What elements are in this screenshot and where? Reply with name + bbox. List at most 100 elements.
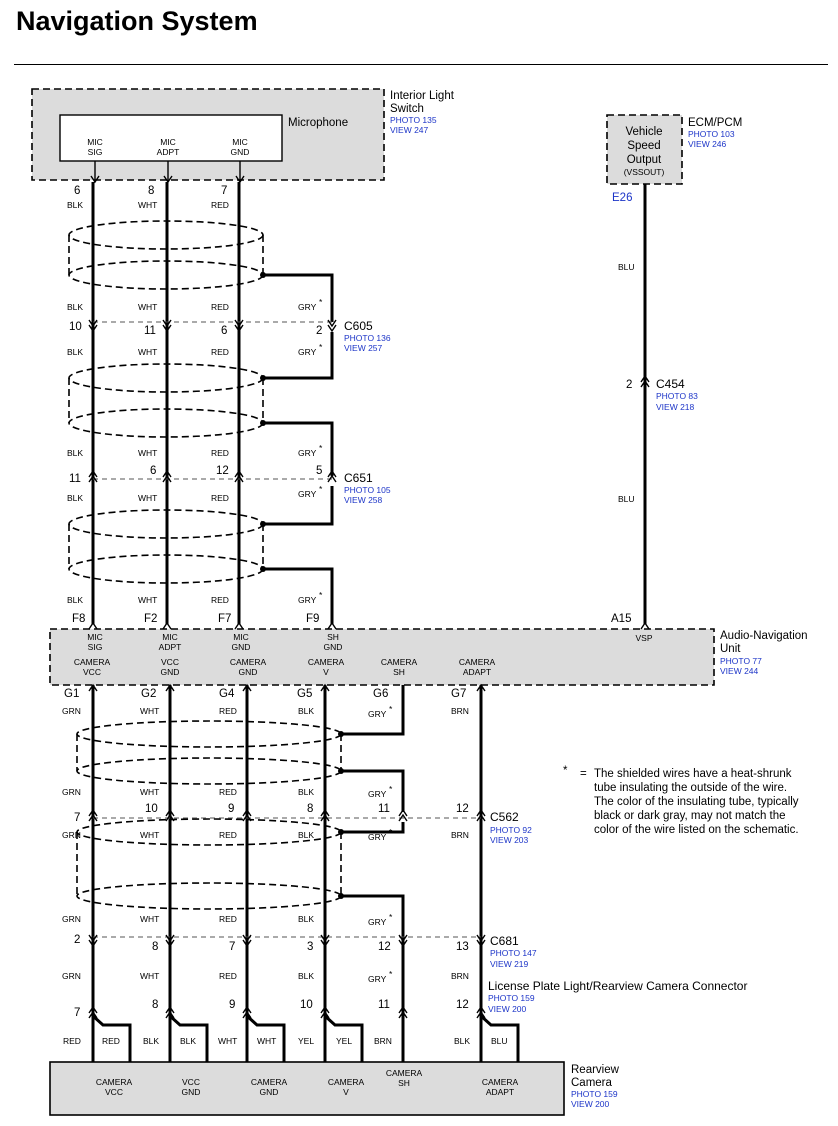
wire-color-gry-d: GRY: [298, 448, 317, 458]
anu-photo: PHOTO 77: [720, 656, 762, 666]
anu-pin-mic-gnd: MIC: [233, 632, 249, 642]
ecm-terminal: E26: [612, 192, 632, 204]
anu-pin-mic-sig-2: SIG: [88, 642, 103, 652]
wire-color-blk-c: BLK: [67, 347, 83, 357]
wire-color-red-c: RED: [211, 347, 229, 357]
lpl-pin-4: 10: [300, 999, 313, 1011]
lpl-left-blk: BLK: [143, 1036, 159, 1046]
c562-photo: PHOTO 92: [490, 825, 532, 835]
camera-pin-camera-sh-2: SH: [398, 1078, 410, 1088]
anu-pin-sh-gnd: SH: [327, 632, 339, 642]
c681-label: C681: [490, 934, 519, 948]
wire-color-blk-j: BLK: [298, 914, 314, 924]
mic-gnd-pin-label-2: GND: [231, 147, 250, 157]
anu-pin-camera-gnd: CAMERA: [230, 657, 267, 667]
c562-pin-4: 8: [307, 803, 313, 815]
camera-pin-vcc-gnd-2: GND: [182, 1087, 201, 1097]
anu-pin-mic-adpt-2: ADPT: [159, 642, 182, 652]
wire-color-red-i: RED: [219, 830, 237, 840]
mic-sig-pin-label: MIC: [87, 137, 103, 147]
mic-gnd-pin-num: 7: [221, 185, 227, 197]
wire-color-grn-a: GRN: [62, 706, 81, 716]
wire-color-wht-a: WHT: [138, 200, 157, 210]
lpl-pin-5: 11: [378, 999, 390, 1011]
interior-light-switch-label: Interior Light: [390, 90, 455, 102]
lpl-right-blu: BLU: [491, 1036, 508, 1046]
note-line-1: The shielded wires have a heat-shrunk: [594, 768, 792, 780]
camera-pin-camera-vcc-2: VCC: [105, 1087, 123, 1097]
anu-pin-mic-gnd-2: GND: [232, 642, 251, 652]
lpl-left-blk-2: BLK: [454, 1036, 470, 1046]
c651-label: C651: [344, 471, 373, 485]
camera-pin-camera-gnd-2: GND: [260, 1087, 279, 1097]
ecm-vss-box: [606, 114, 683, 185]
blu-label-2: BLU: [618, 494, 635, 504]
anu-pin-mic-adpt: MIC: [162, 632, 178, 642]
mic-sig-pin-num: 6: [74, 185, 80, 197]
lpl-left-brn: BRN: [374, 1036, 392, 1046]
c454-pin: 2: [626, 379, 632, 391]
mic-adpt-pin-label: MIC: [160, 137, 176, 147]
wire-color-wht-c: WHT: [138, 347, 157, 357]
anu-term-g6: G6: [373, 688, 388, 700]
wire-color-gry-g: GRY: [368, 709, 387, 719]
anu-pin-vcc-gnd: VCC: [161, 657, 179, 667]
note-equals: =: [580, 768, 587, 780]
anu-pin-camera-sh-2: SH: [393, 667, 405, 677]
gry-star-b: *: [319, 297, 323, 307]
ecm-photo: PHOTO 103: [688, 129, 735, 139]
gry-star-j: *: [389, 912, 393, 922]
anu-pin-camera-gnd-2: GND: [239, 667, 258, 677]
c681-pin-4: 3: [307, 941, 313, 953]
gry-star-c: *: [319, 342, 323, 352]
wire-color-grn-d: GRN: [62, 914, 81, 924]
wire-color-blk-i: BLK: [298, 830, 314, 840]
wire-color-grn-b: GRN: [62, 787, 81, 797]
anu-term-f2: F2: [144, 613, 157, 625]
note-line-3: The color of the insulating tube, typica…: [594, 796, 799, 808]
wire-color-blk-b: BLK: [67, 302, 83, 312]
c605-pin-4: 2: [316, 325, 322, 337]
interior-light-switch-photo: PHOTO 135: [390, 115, 437, 125]
c562-pin-3: 9: [228, 803, 234, 815]
wire-color-wht-f: WHT: [138, 595, 157, 605]
anu-pin-mic-sig: MIC: [87, 632, 103, 642]
wire-color-red-d: RED: [211, 448, 229, 458]
lpl-right-wht: WHT: [257, 1036, 276, 1046]
anu-term-f7: F7: [218, 613, 231, 625]
gry-star-e: *: [319, 484, 323, 494]
gry-star-i: *: [389, 827, 393, 837]
anu-pin-sh-gnd-2: GND: [324, 642, 343, 652]
c562-pin-2: 10: [145, 803, 158, 815]
camera-pin-camera-vcc: CAMERA: [96, 1077, 133, 1087]
wire-color-gry-i: GRY: [368, 832, 387, 842]
wire-color-wht-h: WHT: [140, 787, 159, 797]
anu-pin-vcc-gnd-2: GND: [161, 667, 180, 677]
mic-sig-pin-label-2: SIG: [88, 147, 103, 157]
camera-pin-camera-adapt-2: ADAPT: [486, 1087, 514, 1097]
blu-label-1: BLU: [618, 262, 635, 272]
ecm-view: VIEW 246: [688, 139, 727, 149]
wire-color-wht-i: WHT: [140, 830, 159, 840]
c651-pin-2: 6: [150, 465, 156, 477]
anu-term-f8: F8: [72, 613, 85, 625]
wire-color-wht-g: WHT: [140, 706, 159, 716]
lpl-left-yel: YEL: [298, 1036, 314, 1046]
gry-star-k: *: [389, 969, 393, 979]
lpl-pin-1: 7: [74, 1007, 80, 1019]
camera-pin-camera-gnd: CAMERA: [251, 1077, 288, 1087]
gry-star-f: *: [319, 590, 323, 600]
anu-pin-camera-vcc-2: VCC: [83, 667, 101, 677]
gry-star-g: *: [389, 704, 393, 714]
microphone-box: [59, 114, 283, 162]
mic-adpt-pin-label-2: ADPT: [157, 147, 180, 157]
wire-color-wht-e: WHT: [138, 493, 157, 503]
anu-term-f9: F9: [306, 613, 319, 625]
c562-view: VIEW 203: [490, 835, 529, 845]
anu-pin-camera-sh: CAMERA: [381, 657, 418, 667]
wire-color-brn-b: BRN: [451, 830, 469, 840]
c454-view: VIEW 218: [656, 402, 695, 412]
wire-color-blk-h: BLK: [298, 787, 314, 797]
wire-color-blk-f: BLK: [67, 595, 83, 605]
wire-color-gry-c: GRY: [298, 347, 317, 357]
